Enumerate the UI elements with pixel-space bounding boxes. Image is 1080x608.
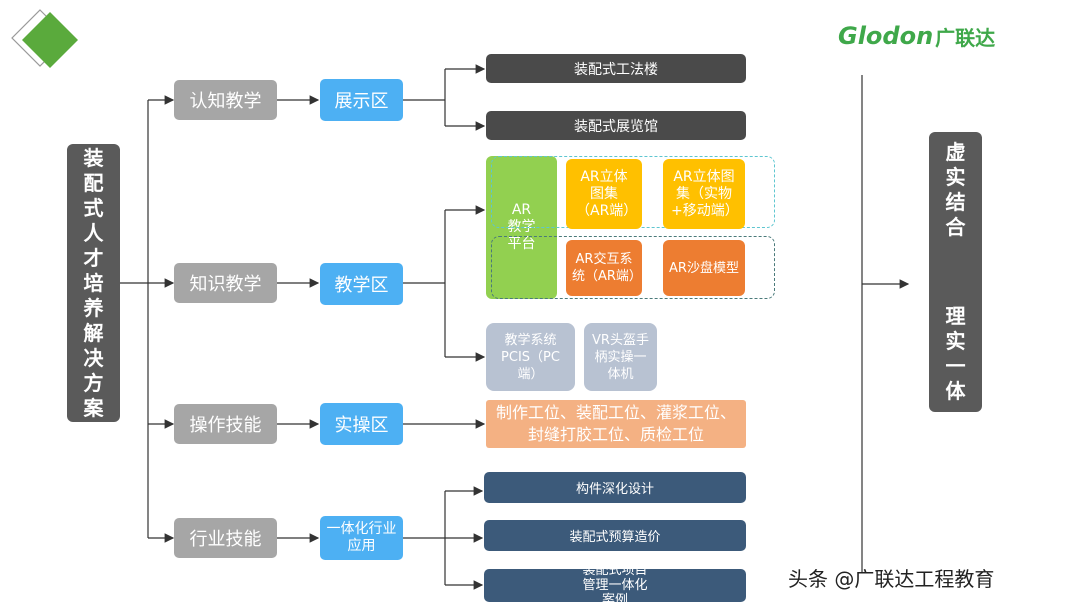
right-title-char: 结	[945, 190, 966, 214]
pc-item-vr-headset: VR头盔手柄实操一体机	[584, 323, 657, 391]
logo-cn: 广联达	[935, 25, 996, 50]
right-title-char: 一	[945, 354, 966, 378]
pc-item-vr-label: VR头盔手柄实操一体机	[592, 332, 649, 382]
left-title-char: 式	[83, 195, 104, 220]
pc-item-pcis: 教学系统PCIS（PC端）	[486, 323, 575, 391]
ar-item-interactive-label: AR交互系统（AR端）	[572, 252, 642, 284]
zone-display: 展示区	[320, 79, 403, 121]
watermark: 头条 @广联达工程教育	[788, 567, 995, 591]
ar-item-atlas-ar-label: AR立体图集（AR端）	[576, 168, 638, 219]
category-cognitive: 认知教学	[174, 80, 277, 120]
pc-item-pcis-label: 教学系统PCIS（PC端）	[501, 332, 560, 382]
practice-stations: 制作工位、装配工位、灌浆工位、封缝打胶工位、质检工位	[486, 400, 746, 448]
right-title-char: 合	[945, 215, 966, 239]
left-title-char: 装	[83, 145, 104, 170]
right-title-char: 实	[945, 329, 966, 353]
left-title-char: 培	[83, 270, 104, 295]
left-title-char: 才	[83, 245, 104, 270]
industry-item-pm-label: 装配式项目管理一体化案例	[582, 563, 648, 608]
left-title-char: 决	[83, 345, 104, 370]
industry-item-budget-cost: 装配式预算造价	[484, 520, 746, 551]
ar-item-atlas-mobile: AR立体图集（实物+移动端）	[663, 159, 745, 229]
logo-brand: Glodon	[838, 22, 934, 50]
category-industry: 行业技能	[174, 518, 277, 558]
zone-teaching: 教学区	[320, 263, 403, 305]
right-title-char: 体	[945, 379, 966, 403]
left-title-char: 配	[83, 170, 104, 195]
ar-item-sand-table: AR沙盘模型	[663, 240, 745, 296]
left-title-char: 案	[83, 395, 104, 420]
left-title-char: 人	[83, 220, 104, 245]
category-knowledge: 知识教学	[174, 263, 277, 303]
left-title-text: 装配式人才培养解决方案	[84, 146, 104, 421]
ar-item-interactive-system: AR交互系统（AR端）	[566, 240, 642, 296]
practice-stations-label: 制作工位、装配工位、灌浆工位、封缝打胶工位、质检工位	[495, 403, 736, 444]
left-title-char: 解	[83, 320, 104, 345]
right-title-char: 实	[945, 165, 966, 189]
left-title-char: 方	[83, 370, 104, 395]
right-title-bottom: 理实一体	[946, 304, 966, 404]
zone-practice: 实操区	[320, 403, 403, 445]
corner-diamond-decoration	[11, 9, 78, 68]
industry-item-project-management: 装配式项目管理一体化案例	[484, 563, 746, 608]
left-title-char: 养	[83, 295, 104, 320]
right-title-char: 虚	[945, 140, 966, 164]
glodon-logo: Glodon 广联达	[838, 18, 1053, 54]
zone-industry-label: 一体化行业应用	[326, 521, 397, 554]
right-title-top: 虚实结合	[946, 140, 966, 240]
right-title-char: 理	[945, 304, 966, 328]
industry-item-deepening-design: 构件深化设计	[484, 472, 746, 503]
zone-industry: 一体化行业应用	[320, 516, 403, 560]
display-item-exhibition-hall: 装配式展览馆	[486, 111, 746, 140]
right-vertical-title: 虚实结合 理实一体	[929, 132, 982, 412]
ar-item-atlas-mobile-label: AR立体图集（实物+移动端）	[671, 168, 739, 219]
ar-item-atlas-ar: AR立体图集（AR端）	[566, 159, 642, 229]
ar-dashed-group-bottom	[491, 236, 775, 299]
left-vertical-title: 装配式人才培养解决方案	[67, 144, 120, 422]
category-operation: 操作技能	[174, 404, 277, 444]
display-item-method-building: 装配式工法楼	[486, 54, 746, 83]
